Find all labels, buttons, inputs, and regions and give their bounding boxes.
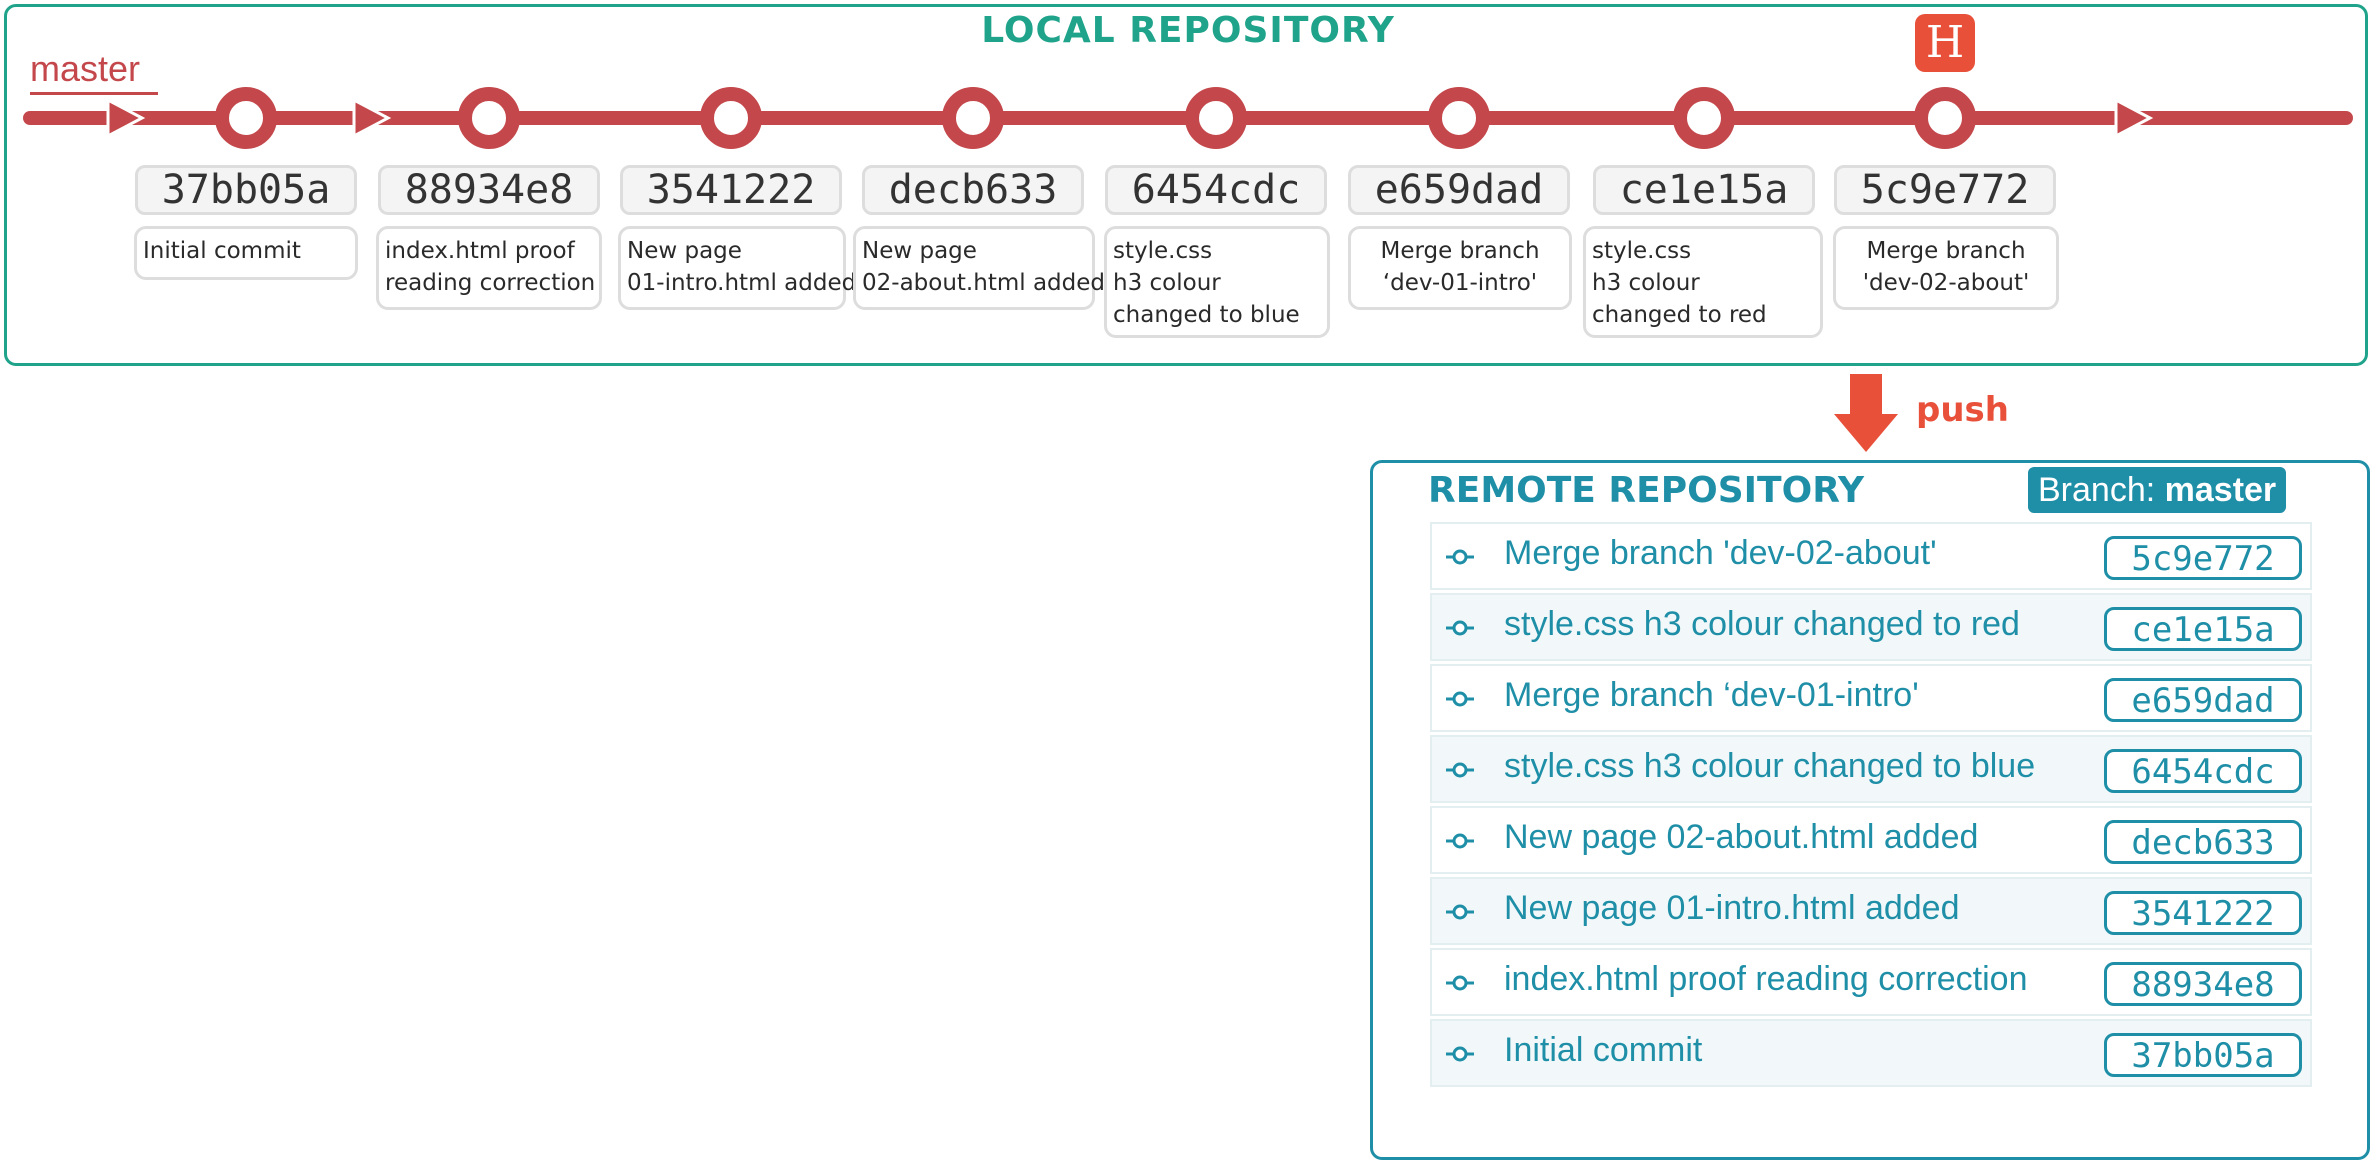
commit-hash: 37bb05a <box>135 165 357 215</box>
remote-commit-message: style.css h3 colour changed to red <box>1504 605 2020 643</box>
commit-message-box: Merge branch 'dev-02-about' <box>1833 226 2059 310</box>
remote-commit-hash[interactable]: 6454cdc <box>2104 749 2302 793</box>
commit-timeline <box>23 87 2353 149</box>
remote-commit-row[interactable]: Merge branch ‘dev-01-intro' e659dad <box>1430 664 2312 732</box>
remote-commit-message: Initial commit <box>1504 1031 1703 1069</box>
remote-commit-row[interactable]: index.html proof reading correction 88934… <box>1430 948 2312 1016</box>
remote-commit-row[interactable]: style.css h3 colour changed to red ce1e15… <box>1430 593 2312 661</box>
commit-icon <box>1446 833 1474 849</box>
local-repository-panel <box>4 4 2368 366</box>
commit-message-line: New page <box>862 238 977 264</box>
remote-commit-hash[interactable]: 88934e8 <box>2104 962 2302 1006</box>
remote-commit-hash[interactable]: 5c9e772 <box>2104 536 2302 580</box>
commit-message-line: Merge branch <box>1866 238 2026 264</box>
commit-hash: 5c9e772 <box>1834 165 2056 215</box>
commit-message-line: changed to blue <box>1113 302 1300 328</box>
commit-message-line: 'dev-02-about' <box>1862 270 2030 296</box>
commit-message-line: reading correction <box>385 270 596 296</box>
commit-icon <box>1446 1046 1474 1062</box>
commit-hash: 6454cdc <box>1105 165 1327 215</box>
commit-message-line: style.css <box>1113 238 1213 264</box>
commit-message-box: New page 02-about.html added <box>853 226 1105 310</box>
branch-badge-prefix: Branch: <box>2038 471 2156 509</box>
commit-icon <box>1446 904 1474 920</box>
commit-icon <box>1446 549 1474 565</box>
commit-icon <box>1446 691 1474 707</box>
local-repository-title: LOCAL REPOSITORY <box>981 10 1395 51</box>
remote-commit-hash[interactable]: decb633 <box>2104 820 2302 864</box>
commit-message-box: style.css h3 colour changed to red <box>1583 226 1823 338</box>
commit-node <box>215 87 277 149</box>
arrow-icon <box>106 97 146 139</box>
remote-commit-row[interactable]: Merge branch 'dev-02-about' 5c9e772 <box>1430 522 2312 590</box>
branch-label-underline <box>30 92 158 95</box>
commit-node <box>700 87 762 149</box>
remote-commit-row[interactable]: Initial commit 37bb05a <box>1430 1019 2312 1087</box>
remote-commit-row[interactable]: New page 01-intro.html added 3541222 <box>1430 877 2312 945</box>
commit-hash: 3541222 <box>620 165 842 215</box>
commit-hash: 88934e8 <box>378 165 600 215</box>
remote-commit-message: Merge branch ‘dev-01-intro' <box>1504 676 1919 714</box>
push-label: push <box>1916 390 2009 430</box>
commit-message-line: ‘dev-01-intro' <box>1382 270 1538 296</box>
branch-badge: Branch: master <box>2028 467 2287 513</box>
commit-message-box: Initial commit <box>134 226 358 280</box>
arrow-icon <box>352 97 392 139</box>
commit-hash: ce1e15a <box>1593 165 1815 215</box>
branch-label-master: master <box>30 48 141 89</box>
commit-message-box: Merge branch ‘dev-01-intro' <box>1348 226 1572 310</box>
commit-message-line: 02-about.html added <box>862 270 1105 296</box>
commit-message-line: New page <box>627 238 742 264</box>
commit-hash: decb633 <box>862 165 1084 215</box>
remote-commit-row[interactable]: New page 02-about.html added decb633 <box>1430 806 2312 874</box>
remote-commit-hash[interactable]: ce1e15a <box>2104 607 2302 651</box>
commit-icon <box>1446 975 1474 991</box>
commit-node <box>1185 87 1247 149</box>
remote-commit-hash[interactable]: 37bb05a <box>2104 1033 2302 1077</box>
commit-icon <box>1446 762 1474 778</box>
remote-commit-message: Merge branch 'dev-02-about' <box>1504 534 1937 572</box>
commit-hash: e659dad <box>1348 165 1570 215</box>
commit-node <box>1673 87 1735 149</box>
commit-message-line: h3 colour <box>1592 270 1700 296</box>
commit-message-box: New page 01-intro.html added <box>618 226 857 310</box>
remote-commit-message: New page 02-about.html added <box>1504 818 1979 856</box>
commit-message-line: index.html proof <box>385 238 575 264</box>
remote-repository-title: REMOTE REPOSITORY <box>1428 470 1865 511</box>
commit-node <box>942 87 1004 149</box>
remote-commit-hash[interactable]: 3541222 <box>2104 891 2302 935</box>
remote-commit-message: New page 01-intro.html added <box>1504 889 1960 927</box>
head-pointer-badge: H <box>1915 14 1975 72</box>
remote-commit-row[interactable]: style.css h3 colour changed to blue 6454c… <box>1430 735 2312 803</box>
commit-message-line: changed to red <box>1592 302 1767 328</box>
commit-message-line: Merge branch <box>1380 238 1540 264</box>
push-arrow-icon <box>1834 374 1898 452</box>
commit-icon <box>1446 620 1474 636</box>
branch-badge-name: master <box>2164 471 2277 509</box>
commit-node <box>458 87 520 149</box>
commit-message-line: h3 colour <box>1113 270 1221 296</box>
commit-node <box>1428 87 1490 149</box>
remote-repository-panel <box>1370 460 2370 1160</box>
commit-message-line: style.css <box>1592 238 1692 264</box>
remote-commit-message: style.css h3 colour changed to blue <box>1504 747 2036 785</box>
commit-message-box: style.css h3 colour changed to blue <box>1104 226 1330 338</box>
commit-node <box>1914 87 1976 149</box>
remote-commit-message: index.html proof reading correction <box>1504 960 2028 998</box>
commit-message-line: 01-intro.html added <box>627 270 857 296</box>
arrow-icon <box>2114 97 2154 139</box>
commit-message-box: index.html proof reading correction <box>376 226 602 310</box>
commit-message-line: Initial commit <box>143 238 301 264</box>
remote-commit-list: Merge branch 'dev-02-about' 5c9e772 style.… <box>1430 522 2312 1090</box>
remote-commit-hash[interactable]: e659dad <box>2104 678 2302 722</box>
